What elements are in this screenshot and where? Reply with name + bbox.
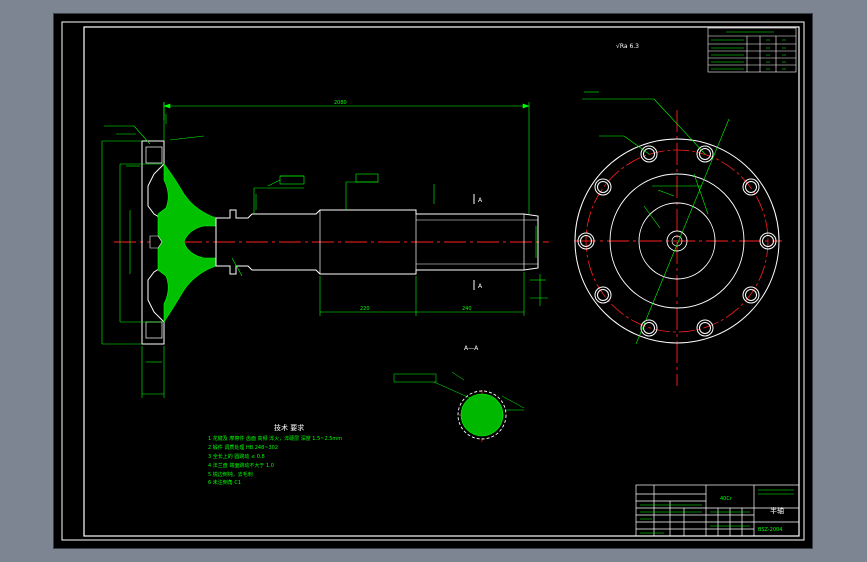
revision-table — [707, 27, 797, 73]
drawing-border — [83, 26, 800, 537]
tech-item: 6 未注倒角 C1 — [208, 479, 241, 486]
outer-frame — [61, 21, 805, 541]
section-title: A—A — [464, 345, 479, 352]
cad-viewport[interactable]: √Ra 6.3 — [54, 14, 812, 548]
roughness-note: √Ra 6.3 — [616, 43, 639, 50]
section-mark-lower: A — [478, 283, 483, 290]
tech-item: 1 花键及 摩擦件 齿面 高频 淬火，淬硬层 深度 1.5~2.5mm — [208, 435, 342, 442]
title-block: 40Cr 半轴 BSZ-2004 — [635, 484, 800, 537]
section-mark-upper: A — [478, 197, 483, 204]
part-name: 半轴 — [770, 506, 784, 515]
dim-len-2: 240 — [462, 306, 472, 312]
tech-requirements: 技术 要求 1 花键及 摩擦件 齿面 高频 淬火，淬硬层 深度 1.5~2.5m… — [208, 423, 342, 486]
shaft-outline — [215, 209, 539, 275]
shaft-side-view: A A — [114, 140, 549, 345]
overall-length-label: 2080 — [334, 100, 347, 106]
tech-item: 5 锐边倒钝，去毛刺 — [208, 471, 253, 478]
drawing-number: BSZ-2004 — [758, 527, 782, 533]
section-a-a: A—A — [393, 345, 525, 442]
flange-section-hatch — [157, 163, 217, 323]
tech-item: 4 法兰盘 端面跳动不大于 1.0 — [208, 462, 274, 469]
side-view-dimensions — [101, 102, 548, 398]
flange-end-view — [574, 91, 782, 386]
side-view-dim-text: 2080 220 240 — [334, 100, 472, 312]
dim-len-1: 220 — [360, 306, 370, 312]
tech-item: 3 全长上的 圆跳动 ≤ 0.8 — [208, 453, 265, 460]
tech-item: 2 锻件 调质处理 HB 248~302 — [208, 444, 278, 451]
tech-heading: 技术 要求 — [274, 423, 304, 432]
revision-table-text — [711, 31, 786, 70]
material-label: 40Cr — [720, 496, 733, 502]
shaft-drawing: √Ra 6.3 — [61, 21, 805, 541]
